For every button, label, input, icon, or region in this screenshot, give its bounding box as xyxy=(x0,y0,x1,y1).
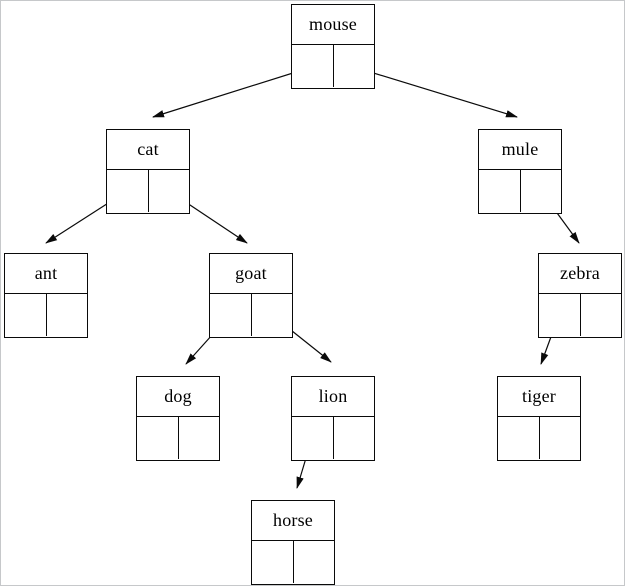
left-pointer-cell xyxy=(292,45,334,87)
right-pointer-cell xyxy=(179,417,220,459)
left-pointer-cell xyxy=(479,170,521,212)
node-label-tiger: tiger xyxy=(498,377,580,417)
left-pointer-cell xyxy=(539,294,581,336)
pointer-cells-zebra xyxy=(539,294,621,336)
left-pointer-cell xyxy=(252,541,294,583)
tree-node-goat: goat xyxy=(209,253,293,338)
node-label-horse: horse xyxy=(252,501,334,541)
pointer-cells-mouse xyxy=(292,45,374,87)
right-pointer-cell xyxy=(149,170,190,212)
node-label-ant: ant xyxy=(5,254,87,294)
pointer-cells-dog xyxy=(137,417,219,459)
pointer-cells-horse xyxy=(252,541,334,583)
tree-node-lion: lion xyxy=(291,376,375,461)
node-label-cat: cat xyxy=(107,130,189,170)
right-pointer-cell xyxy=(334,45,375,87)
right-pointer-cell xyxy=(540,417,581,459)
edge-mouse-right-to-mule xyxy=(353,66,518,118)
node-label-goat: goat xyxy=(210,254,292,294)
node-label-mouse: mouse xyxy=(292,5,374,45)
left-pointer-cell xyxy=(498,417,540,459)
left-pointer-cell xyxy=(107,170,149,212)
tree-node-horse: horse xyxy=(251,500,335,585)
right-pointer-cell xyxy=(47,294,88,336)
pointer-cells-ant xyxy=(5,294,87,336)
right-pointer-cell xyxy=(294,541,335,583)
tree-node-tiger: tiger xyxy=(497,376,581,461)
node-label-mule: mule xyxy=(479,130,561,170)
left-pointer-cell xyxy=(5,294,47,336)
tree-node-ant: ant xyxy=(4,253,88,338)
tree-node-cat: cat xyxy=(106,129,190,214)
left-pointer-cell xyxy=(210,294,252,336)
edge-mouse-left-to-cat xyxy=(152,66,313,118)
node-label-lion: lion xyxy=(292,377,374,417)
left-pointer-cell xyxy=(137,417,179,459)
pointer-cells-lion xyxy=(292,417,374,459)
pointer-cells-mule xyxy=(479,170,561,212)
pointer-cells-goat xyxy=(210,294,292,336)
right-pointer-cell xyxy=(252,294,293,336)
pointer-cells-cat xyxy=(107,170,189,212)
right-pointer-cell xyxy=(521,170,562,212)
left-pointer-cell xyxy=(292,417,334,459)
pointer-cells-tiger xyxy=(498,417,580,459)
right-pointer-cell xyxy=(334,417,375,459)
tree-node-zebra: zebra xyxy=(538,253,622,338)
node-label-zebra: zebra xyxy=(539,254,621,294)
node-label-dog: dog xyxy=(137,377,219,417)
right-pointer-cell xyxy=(581,294,622,336)
tree-node-dog: dog xyxy=(136,376,220,461)
tree-node-mouse: mouse xyxy=(291,4,375,89)
tree-node-mule: mule xyxy=(478,129,562,214)
